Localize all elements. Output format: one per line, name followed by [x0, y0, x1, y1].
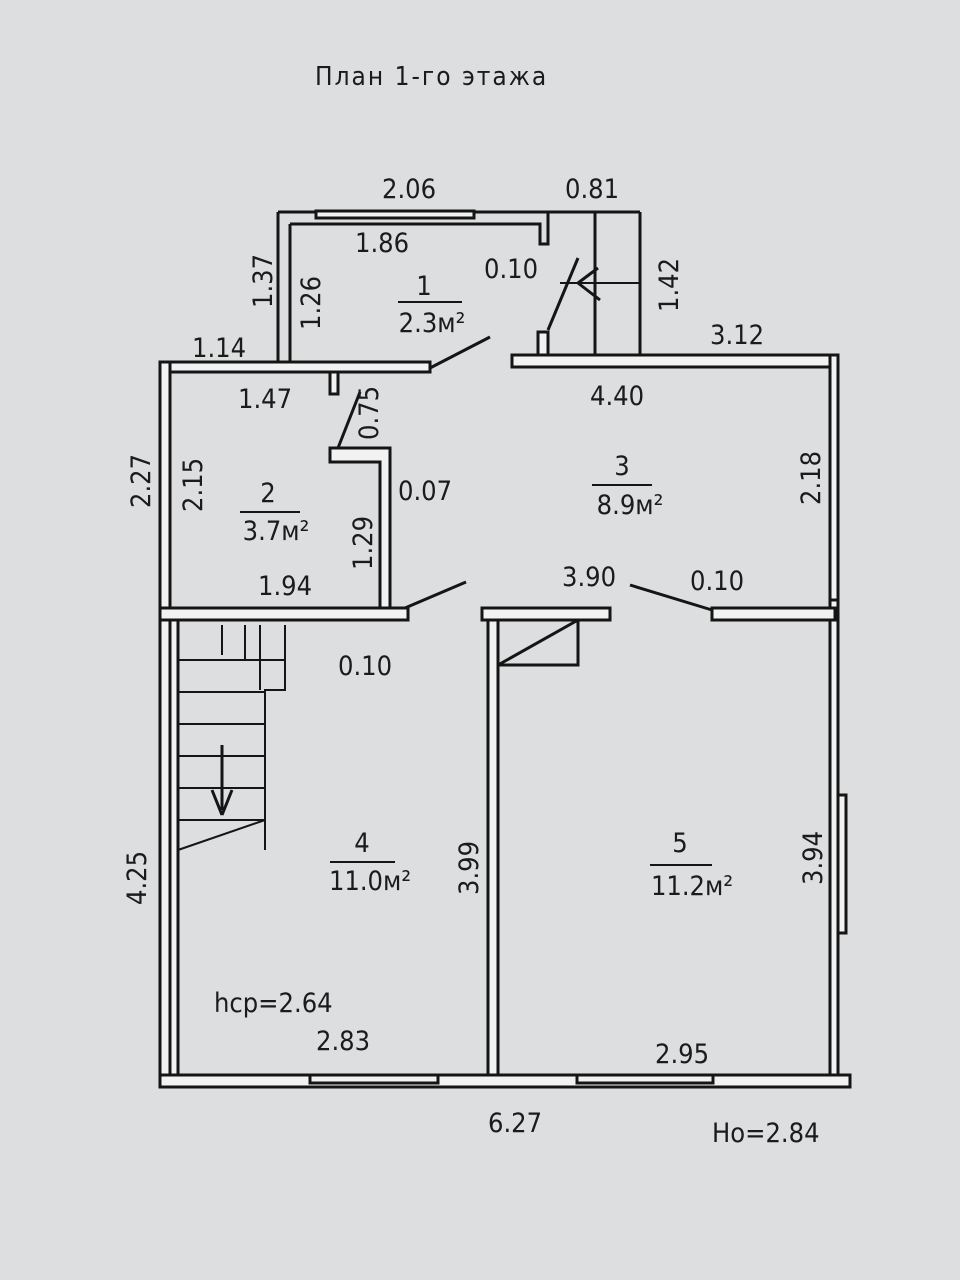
dim-label: 1.29 — [348, 516, 379, 570]
dim-label: 4.25 — [122, 851, 153, 905]
dim-label: 1.86 — [355, 228, 409, 259]
room-1-number: 1 — [416, 271, 431, 302]
dim-label: 0.10 — [484, 254, 538, 285]
dim-label: 3.94 — [798, 831, 829, 885]
dim-label: 0.10 — [690, 566, 744, 597]
dim-label: 2.95 — [655, 1039, 709, 1070]
dim-label: 2.06 — [382, 174, 436, 205]
dim-label: 3.90 — [562, 562, 616, 593]
dim-label: 1.37 — [248, 254, 279, 308]
dim-label: 4.40 — [590, 381, 644, 412]
avg-height: hср=2.64 — [214, 988, 333, 1019]
dim-label: 3.99 — [454, 841, 485, 895]
dim-label: 1.42 — [654, 258, 685, 312]
dim-label: 2.83 — [316, 1026, 370, 1057]
room-5-number: 5 — [672, 828, 687, 859]
room-5-area: 11.2м² — [651, 871, 733, 902]
dim-label: 3.12 — [710, 320, 764, 351]
dimension-labels: 2.06 0.81 1.86 0.10 1.14 3.12 1.47 4.40 … — [122, 174, 829, 1149]
dim-label: 2.15 — [178, 458, 209, 512]
room-4-number: 4 — [354, 828, 369, 859]
dim-label: 0.81 — [565, 174, 619, 205]
staircase — [177, 625, 286, 851]
dim-label: 0.10 — [338, 651, 392, 682]
dim-label: 6.27 — [488, 1108, 542, 1139]
dim-label: 2.27 — [126, 454, 157, 508]
total-height: Hо=2.84 — [712, 1118, 820, 1149]
room-3-area: 8.9м² — [597, 490, 664, 521]
walls — [158, 209, 852, 1089]
room-2-number: 2 — [260, 478, 275, 509]
dim-label: 1.26 — [296, 276, 327, 330]
room-4-area: 11.0м² — [329, 866, 411, 897]
dim-label: 1.94 — [258, 571, 312, 602]
dim-label: 0.07 — [398, 476, 452, 507]
room-3-number: 3 — [614, 451, 629, 482]
room-2-area: 3.7м² — [243, 516, 310, 547]
plan-title: План 1-го этажа — [315, 62, 548, 92]
window-top — [314, 209, 476, 220]
room-1-area: 2.3м² — [399, 308, 466, 339]
dim-label: 1.14 — [192, 333, 246, 364]
dim-label: 0.75 — [354, 386, 385, 440]
room-labels: 1 2.3м² 2 3.7м² 3 8.9м² 4 11.0м² 5 11.2м… — [240, 271, 733, 902]
dim-label: 2.18 — [796, 451, 827, 505]
dim-label: 1.47 — [238, 384, 292, 415]
